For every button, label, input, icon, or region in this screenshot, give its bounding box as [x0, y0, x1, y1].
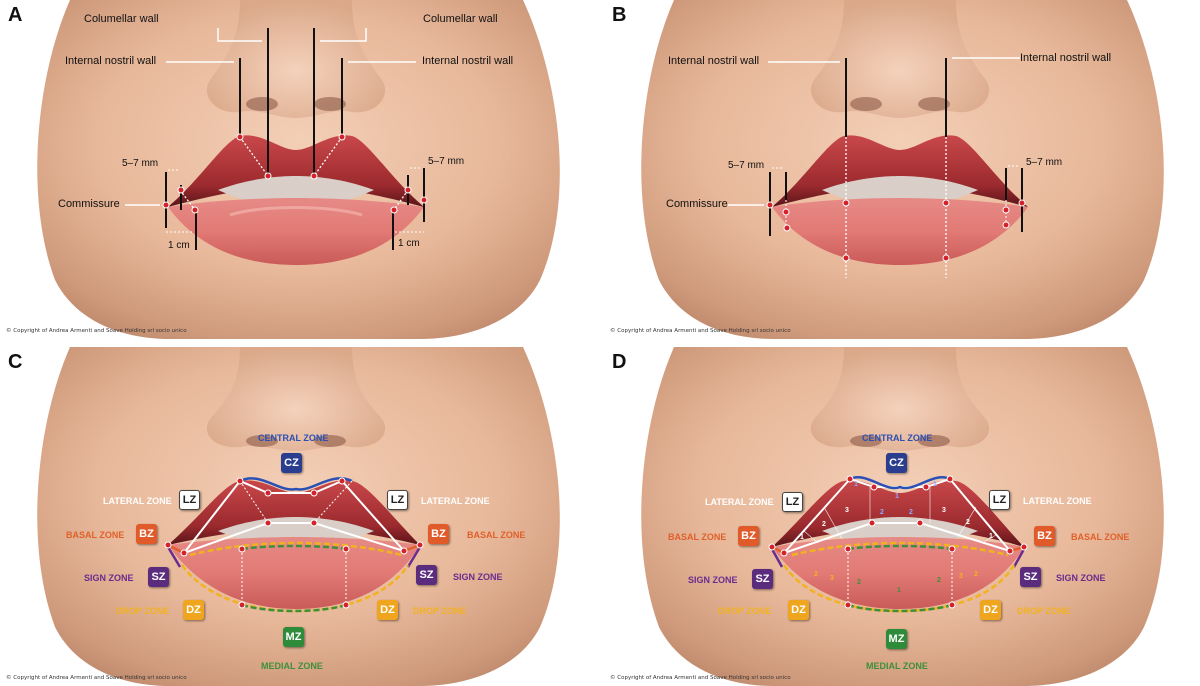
mz-badge: MZ [886, 629, 907, 649]
lateral-zone-label-left: LATERAL ZONE [103, 496, 172, 506]
sign-zone-label-right: SIGN ZONE [1056, 573, 1106, 583]
sz-badge-right: SZ [1020, 567, 1041, 587]
commissure-label: Commissure [58, 198, 120, 210]
measure-label-left: 5–7 mm [728, 160, 765, 171]
sz-badge-left: SZ [148, 567, 169, 587]
lateral-zone-label-right: LATERAL ZONE [421, 496, 490, 506]
dz-badge-right: DZ [980, 600, 1001, 620]
panel-letter: B [612, 4, 627, 26]
dz-badge-left: DZ [788, 600, 809, 620]
region-number: 2 [966, 519, 970, 526]
internal-nostril-wall-label-right: Internal nostril wall [1020, 52, 1112, 64]
central-zone-label: CENTRAL ZONE [862, 433, 933, 443]
basal-zone-label-right: BASAL ZONE [1071, 532, 1130, 542]
region-number: 3 [959, 573, 963, 580]
bz-badge-left: BZ [738, 526, 759, 546]
region-number: 2 [857, 579, 861, 586]
drop-zone-label-left: DROP ZONE [116, 606, 170, 616]
region-number: 2 [822, 521, 826, 528]
commissure-label: Commissure [666, 198, 728, 210]
central-zone-label: CENTRAL ZONE [258, 433, 329, 443]
region-number: 1 [854, 481, 858, 488]
internal-nostril-wall-label-right: Internal nostril wall [422, 55, 514, 67]
lz-badge-left: LZ [782, 492, 803, 512]
panel-letter: C [8, 351, 23, 373]
sign-zone-label-right: SIGN ZONE [453, 572, 503, 582]
dz-badge-left: DZ [183, 600, 204, 620]
face-image-b [604, 0, 1197, 339]
face-image-a [0, 0, 593, 339]
cz-badge: CZ [281, 453, 302, 473]
cz-badge: CZ [886, 453, 907, 473]
measure-label-left: 5–7 mm [122, 158, 159, 169]
copyright-text: © Copyright of Andrea Armenti and Soave … [6, 328, 187, 334]
region-number: 1 [800, 534, 804, 541]
dz-badge-right: DZ [377, 600, 398, 620]
drop-zone-label-right: DROP ZONE [413, 606, 467, 616]
measure-label-right: 5–7 mm [1026, 157, 1063, 168]
lateral-zone-label-right: LATERAL ZONE [1023, 496, 1092, 506]
medial-zone-label: MEDIAL ZONE [866, 661, 928, 671]
lz-badge-right: LZ [989, 490, 1010, 510]
region-number: 2 [974, 571, 978, 578]
columellar-wall-label-left: Columellar wall [84, 13, 159, 25]
copyright-text: © Copyright of Andrea Armenti and Soave … [610, 675, 791, 681]
lz-badge-left: LZ [179, 490, 200, 510]
sz-badge-right: SZ [416, 565, 437, 585]
internal-nostril-wall-label-left: Internal nostril wall [65, 55, 157, 67]
region-number: 2 [937, 577, 941, 584]
measure-label-right: 5–7 mm [428, 156, 465, 167]
lz-badge-right: LZ [387, 490, 408, 510]
region-number: 1 [933, 481, 937, 488]
region-number: 2 [814, 571, 818, 578]
region-number: 1 [989, 533, 993, 540]
panel-letter: A [8, 4, 23, 26]
medial-zone-label: MEDIAL ZONE [261, 661, 323, 671]
columellar-wall-label-right: Columellar wall [423, 13, 498, 25]
region-number: 1 [895, 493, 899, 500]
internal-nostril-wall-label-left: Internal nostril wall [668, 55, 760, 67]
panel-c: C CENTRAL ZONE CZ LATERAL ZONE LZ LZ LAT… [0, 347, 593, 686]
region-number: 2 [909, 509, 913, 516]
region-number: 1 [897, 587, 901, 594]
sz-badge-left: SZ [752, 569, 773, 589]
copyright-text: © Copyright of Andrea Armenti and Soave … [6, 675, 187, 681]
mz-badge: MZ [283, 627, 304, 647]
basal-zone-label-left: BASAL ZONE [668, 532, 727, 542]
region-number: 3 [942, 507, 946, 514]
lateral-zone-label-left: LATERAL ZONE [705, 497, 774, 507]
bz-badge-right: BZ [428, 524, 449, 544]
region-number: 2 [880, 509, 884, 516]
region-number: 3 [830, 575, 834, 582]
sign-zone-label-left: SIGN ZONE [688, 575, 738, 585]
basal-zone-label-right: BASAL ZONE [467, 530, 526, 540]
panel-d: D CENTRAL ZONE CZ LATERAL ZONE LZ LZ LAT… [604, 347, 1197, 686]
cm-label-right: 1 cm [398, 238, 420, 249]
drop-zone-label-left: DROP ZONE [718, 606, 772, 616]
bz-badge-right: BZ [1034, 526, 1055, 546]
panel-b: B Internal nostril wall Internal nostril… [604, 0, 1197, 339]
bz-badge-left: BZ [136, 524, 157, 544]
copyright-text: © Copyright of Andrea Armenti and Soave … [610, 328, 791, 334]
panel-letter: D [612, 351, 627, 373]
region-number: 3 [845, 507, 849, 514]
drop-zone-label-right: DROP ZONE [1017, 606, 1071, 616]
sign-zone-label-left: SIGN ZONE [84, 573, 134, 583]
panel-a: A Columellar wall Columellar wall Intern… [0, 0, 593, 339]
basal-zone-label-left: BASAL ZONE [66, 530, 125, 540]
cm-label-left: 1 cm [168, 240, 190, 251]
